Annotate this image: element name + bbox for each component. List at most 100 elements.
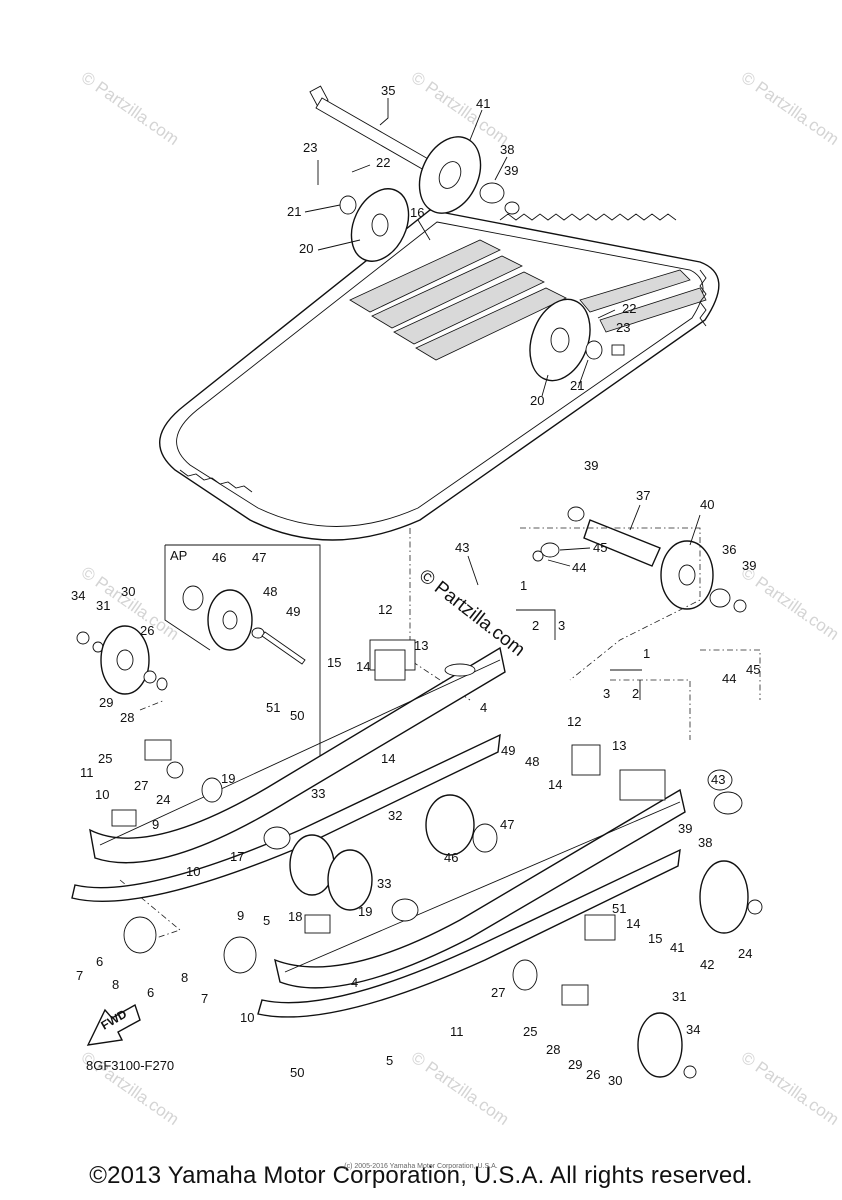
wheel-20-left <box>339 188 410 262</box>
callout-number: 40 <box>700 497 714 512</box>
watermark: © Partzilla.com <box>408 1048 513 1129</box>
callout-number: 2 <box>532 618 539 633</box>
callout-number: 24 <box>156 792 170 807</box>
callout-number: 3 <box>603 686 610 701</box>
callout-number: 28 <box>546 1042 560 1057</box>
callout-number: 47 <box>252 550 266 565</box>
callout-number: 21 <box>570 378 584 393</box>
callout-number: 33 <box>377 876 391 891</box>
callout-number: 12 <box>567 714 581 729</box>
callout-number: 51 <box>266 700 280 715</box>
callout-number: 47 <box>500 817 514 832</box>
callout-number: 5 <box>263 913 270 928</box>
callout-number: 43 <box>455 540 469 555</box>
slider-9-right <box>304 914 331 934</box>
bushing-24 <box>201 777 223 803</box>
callout-number: 36 <box>722 542 736 557</box>
callout-number: 31 <box>672 989 686 1004</box>
callout-number: 7 <box>201 991 208 1006</box>
bracket-25 <box>144 739 172 761</box>
callout-number: 41 <box>476 96 490 111</box>
callout-number: 6 <box>147 985 154 1000</box>
callout-number: 49 <box>286 604 300 619</box>
wheel-18a <box>289 834 335 896</box>
callout-number: 25 <box>98 751 112 766</box>
callout-number: 13 <box>612 738 626 753</box>
callout-number: 26 <box>140 623 154 638</box>
callout-number: 31 <box>96 598 110 613</box>
callout-number: 1 <box>520 578 527 593</box>
callout-number: 10 <box>186 864 200 879</box>
callout-number: 13 <box>414 638 428 653</box>
callout-number: 45 <box>746 662 760 677</box>
callout-number: 32 <box>388 808 402 823</box>
bushing-6-right <box>223 936 257 974</box>
callout-number: 5 <box>386 1053 393 1068</box>
callout-number: 43 <box>711 772 725 787</box>
callout-number: 9 <box>152 817 159 832</box>
callout-number: 11 <box>80 765 94 780</box>
bracket-25-right <box>561 984 589 1006</box>
shaft-37 <box>583 519 661 567</box>
callout-number: 3 <box>558 618 565 633</box>
callout-number: 48 <box>525 754 539 769</box>
callout-number: 34 <box>71 588 85 603</box>
callout-number: 11 <box>450 1024 464 1039</box>
callout-number: 12 <box>378 602 392 617</box>
washer-39 <box>504 201 520 215</box>
callout-number: 22 <box>376 155 390 170</box>
watermark: © Partzilla.com <box>738 1048 842 1129</box>
wheel-41-right <box>699 860 749 934</box>
wheel-18b <box>327 849 373 911</box>
watermark: © Partzilla.com <box>78 68 183 149</box>
callout-number: 23 <box>616 320 630 335</box>
callout-number: 20 <box>530 393 544 408</box>
slide-rail-left <box>71 639 506 903</box>
nut-34 <box>76 631 90 645</box>
callout-number: 4 <box>480 700 487 715</box>
callout-number: 1 <box>643 646 650 661</box>
callout-number: 50 <box>290 1065 304 1080</box>
diagram-code: 8GF3100-F270 <box>86 1058 175 1073</box>
callout-number: 27 <box>134 778 148 793</box>
plate-50 <box>584 914 616 941</box>
callout-number: 21 <box>287 204 301 219</box>
leader-lines <box>304 98 701 700</box>
callout-number: 50 <box>290 708 304 723</box>
fwd-arrow: FWD <box>86 1003 141 1046</box>
callout-number: 46 <box>444 850 458 865</box>
bushing-17 <box>263 826 291 850</box>
callout-number: 14 <box>381 751 395 766</box>
shaft-35 <box>309 85 431 171</box>
bushing-6-left <box>123 916 157 954</box>
callout-number: 38 <box>698 835 712 850</box>
callout-number: 22 <box>622 301 636 316</box>
callout-number: 29 <box>99 695 113 710</box>
callout-number: 46 <box>212 550 226 565</box>
callout-number: 44 <box>572 560 586 575</box>
track-belt <box>159 209 720 541</box>
callout-number: 4 <box>351 975 358 990</box>
callout-number: 30 <box>608 1073 622 1088</box>
callout-number: 19 <box>221 771 235 786</box>
callout-number: 19 <box>358 904 372 919</box>
watermark-main: © Partzilla.com <box>415 565 529 660</box>
callout-number: 20 <box>299 241 313 256</box>
callout-number: 37 <box>636 488 650 503</box>
callout-number: 2 <box>632 686 639 701</box>
bushing-24-right <box>512 959 538 991</box>
callout-number: 8 <box>112 977 119 992</box>
slider-9 <box>111 809 137 827</box>
callout-number: 51 <box>612 901 626 916</box>
callout-number: 41 <box>670 940 684 955</box>
callout-number: 14 <box>626 916 640 931</box>
callout-number: 28 <box>120 710 134 725</box>
watermark: © Partzilla.com <box>738 68 842 149</box>
callout-number: 34 <box>686 1022 700 1037</box>
callout-number: 39 <box>584 458 598 473</box>
callout-number: 25 <box>523 1024 537 1039</box>
callout-number: 27 <box>491 985 505 1000</box>
collar-38 <box>479 182 505 204</box>
